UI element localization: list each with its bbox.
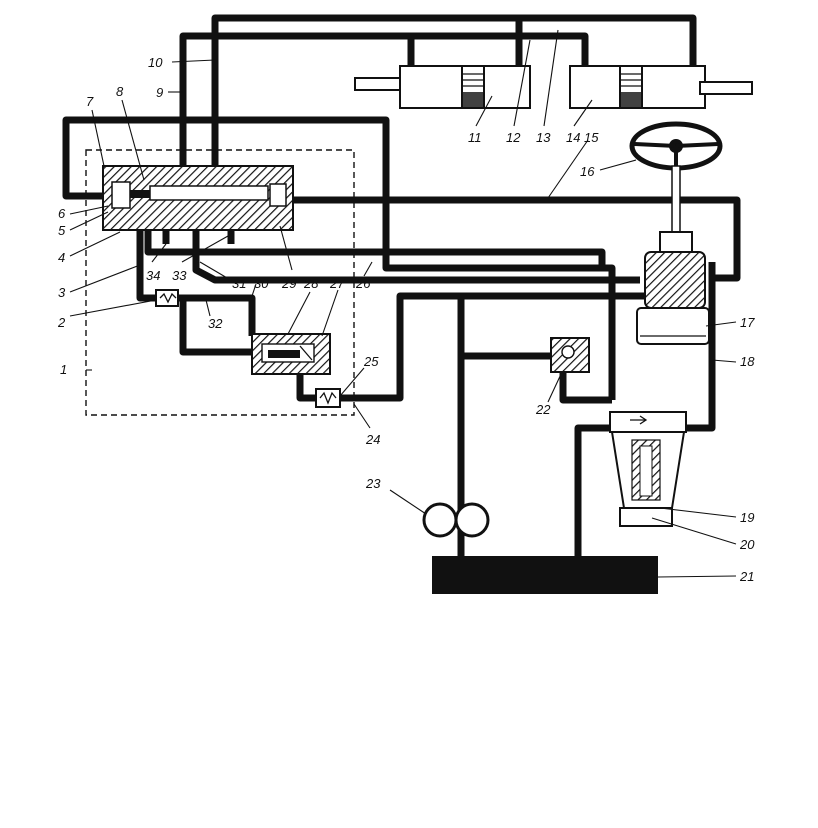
oil-tank-21 [432, 556, 658, 594]
label-11: 11 [468, 130, 482, 145]
label-12: 12 [506, 130, 521, 145]
label-18: 18 [740, 354, 755, 369]
label-6: 6 [58, 206, 66, 221]
relief-valve-22 [550, 337, 590, 373]
label-34: 34 [146, 268, 160, 283]
label-30: 30 [254, 276, 269, 291]
label-7: 7 [86, 94, 94, 109]
label-21: 21 [739, 569, 754, 584]
distributor-valve-block [102, 165, 294, 231]
label-33: 33 [172, 268, 187, 283]
label-4: 4 [58, 250, 65, 265]
pipe-network [62, 14, 741, 558]
label-28: 28 [303, 276, 319, 291]
label-29: 29 [281, 276, 296, 291]
label-19: 19 [740, 510, 754, 525]
label-10: 10 [148, 55, 163, 70]
label-23: 23 [365, 476, 381, 491]
check-valve-25 [315, 388, 341, 408]
label-3: 3 [58, 285, 66, 300]
label-32: 32 [208, 316, 223, 331]
leader-lines [69, 29, 737, 578]
label-15: 15 [584, 130, 599, 145]
label-17: 17 [740, 315, 755, 330]
label-14: 14 [566, 130, 580, 145]
label-2: 2 [57, 315, 66, 330]
label-13: 13 [536, 130, 551, 145]
label-5: 5 [58, 223, 66, 238]
label-24: 24 [365, 432, 380, 447]
oil-filter-19 [609, 411, 687, 527]
power-cylinder-11 [354, 65, 531, 109]
label-9: 9 [156, 85, 163, 100]
label-20: 20 [739, 537, 755, 552]
steering-gear-17 [636, 231, 710, 345]
label-27: 27 [329, 276, 345, 291]
label-22: 22 [535, 402, 551, 417]
power-cylinder-14 [569, 65, 753, 109]
label-16: 16 [580, 164, 595, 179]
label-26: 26 [355, 276, 371, 291]
steering-wheel-16 [629, 121, 723, 235]
valve-block-28 [251, 333, 331, 375]
label-1: 1 [60, 362, 67, 377]
label-31: 31 [232, 276, 246, 291]
pump-23 [422, 502, 490, 538]
callout-labels: 1 2 3 4 5 6 7 8 9 10 11 12 13 14 15 16 1… [57, 55, 755, 584]
label-8: 8 [116, 84, 124, 99]
label-25: 25 [363, 354, 379, 369]
check-valve-2 [155, 289, 179, 307]
